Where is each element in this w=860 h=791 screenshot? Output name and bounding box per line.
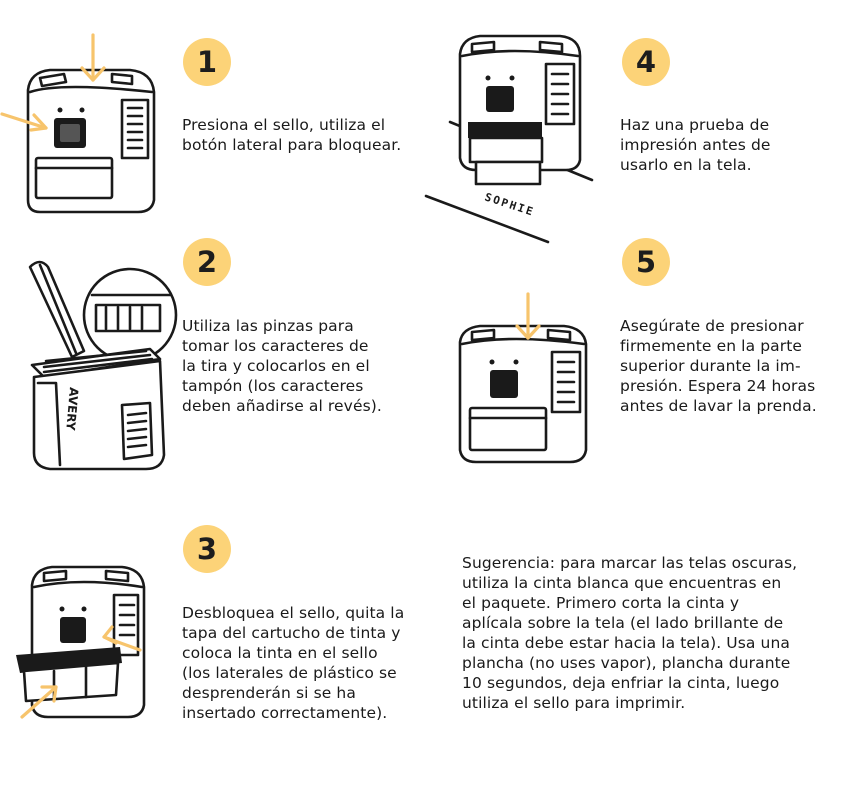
dark-fabric-tip: Sugerencia: para marcar las telas oscura…: [462, 554, 798, 712]
sophie-print-sample: SOPHIE: [483, 190, 536, 218]
step-3-instructions: Desbloquea el sello, quita la tapa del c…: [182, 604, 405, 722]
step-5-number-badge: 5: [622, 238, 670, 286]
step-2-instructions: Utiliza las pinzas para tomar los caract…: [182, 317, 382, 415]
step-1-instructions: Presiona el sello, utiliza el botón late…: [182, 116, 402, 154]
step-4-instructions: Haz una prueba de impresión antes de usa…: [620, 116, 771, 174]
tweezers-place-characters-illustration: AVERY: [28, 260, 178, 471]
stamp-press-lock-illustration: [0, 33, 156, 214]
step-1-number-badge: 1: [183, 38, 231, 86]
avery-brand-label: AVERY: [63, 387, 81, 432]
step-2-number-badge: 2: [183, 238, 231, 286]
insert-ink-cartridge-illustration: [16, 565, 146, 719]
test-print-illustration: SOPHIE: [424, 34, 594, 244]
step-4-number-badge: 4: [622, 38, 670, 86]
step-3-number-badge: 3: [183, 525, 231, 573]
step-5-instructions: Asegúrate de presionar firmemente en la …: [620, 317, 817, 415]
press-firmly-illustration: [458, 292, 588, 464]
